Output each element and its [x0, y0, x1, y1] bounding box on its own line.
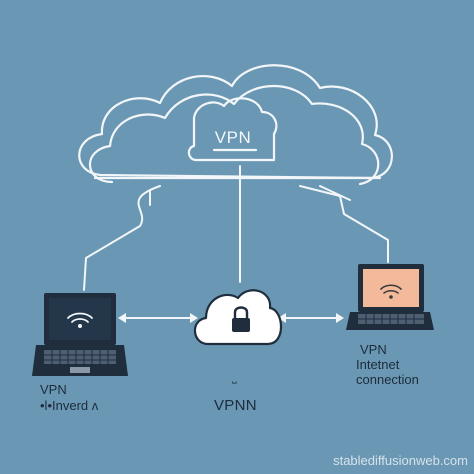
center-node-mark: ˽ — [232, 370, 237, 384]
arrow-left-icon — [118, 313, 126, 323]
right-device-sublabel-2: connection — [356, 372, 419, 387]
inner-vpn-cloud — [187, 97, 278, 162]
center-node-label: VPNN — [214, 397, 257, 414]
connection-lines — [83, 165, 389, 319]
main-cloud — [78, 64, 393, 186]
right-laptop — [346, 264, 434, 330]
arrow-right-icon — [190, 313, 198, 323]
keyboard — [358, 314, 424, 324]
keyboard — [44, 350, 116, 364]
arrow-right-icon — [336, 313, 344, 323]
left-device-label: VPN — [40, 382, 67, 397]
left-device-sublabel: •l•Inverd ʌ — [40, 398, 99, 413]
wifi-icon — [380, 284, 402, 294]
center-lock-cloud — [193, 289, 282, 346]
right-device-label: VPN — [360, 342, 387, 357]
watermark: stablediffusionweb.com — [333, 453, 468, 468]
left-laptop — [32, 293, 128, 376]
lock-icon — [232, 306, 250, 332]
cloud-vpn-label: VPN — [214, 128, 252, 147]
arrow-heads — [118, 313, 344, 323]
wifi-icon — [67, 312, 93, 323]
right-device-sublabel: Intetnet — [356, 357, 400, 372]
arrow-left-icon — [278, 313, 286, 323]
